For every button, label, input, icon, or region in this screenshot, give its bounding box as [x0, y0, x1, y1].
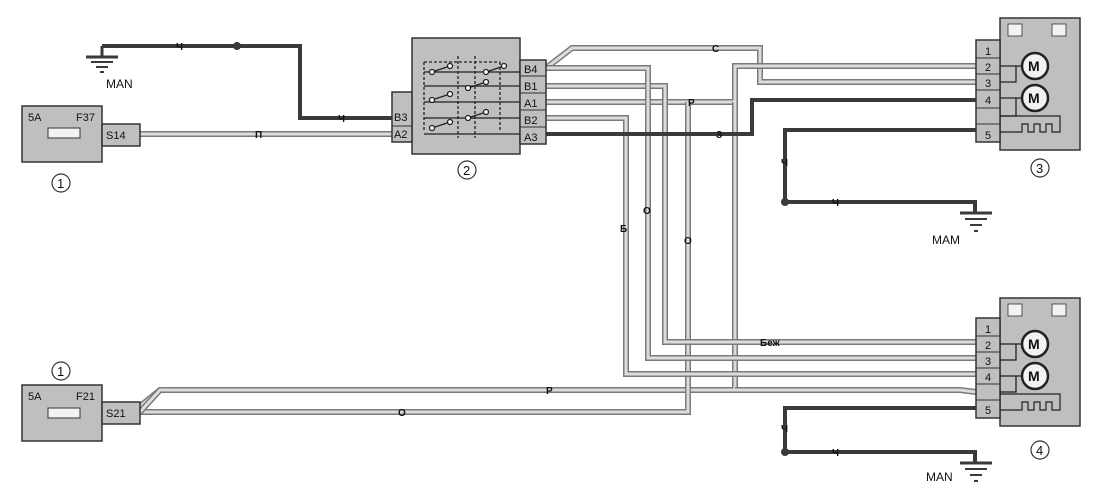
wire-label: Ч — [832, 448, 839, 459]
fuse-icon — [47, 407, 81, 419]
heater-element-icon — [1000, 115, 1061, 133]
wire-o-2 — [546, 65, 976, 361]
ground-top-left — [86, 46, 118, 73]
wire-z — [546, 98, 976, 136]
motor-icon — [1020, 361, 1050, 391]
wire-label: Ч — [781, 158, 788, 169]
mirror-pin: 1 — [985, 46, 991, 58]
mirror-pin: 4 — [985, 372, 991, 384]
switch-pin: A2 — [394, 129, 407, 141]
mirror-icon — [1007, 303, 1023, 317]
ground-label: MAN — [106, 77, 133, 91]
mirror-pin: 3 — [985, 356, 991, 368]
wire-label: Ч — [832, 198, 839, 209]
mirror-pin: 5 — [985, 130, 991, 142]
switch-pin: B3 — [394, 112, 407, 124]
switch-pin: B1 — [524, 81, 537, 93]
switch-pin: B4 — [524, 64, 537, 76]
mirror-icon — [1007, 23, 1023, 37]
wire-label: Б — [620, 224, 627, 235]
switch-pin: A1 — [524, 98, 537, 110]
mirror-switch: B3 A2 B4 B1 A1 B2 A3 — [391, 37, 547, 155]
ground-man — [960, 461, 992, 482]
mirror-pin: 1 — [985, 324, 991, 336]
splice-dot — [781, 448, 789, 456]
mirror-pin: 3 — [985, 78, 991, 90]
fuse-id: F21 — [76, 391, 95, 403]
wire-label: Ч — [338, 114, 345, 125]
motor-label: M — [1028, 368, 1040, 384]
mirror-pin: 2 — [985, 340, 991, 352]
switch-pin: B2 — [524, 115, 537, 127]
svg-text:1: 1 — [57, 176, 64, 191]
ground-label: MAN — [926, 470, 953, 484]
svg-text:2: 2 — [463, 163, 470, 178]
heater-element-icon — [1000, 393, 1061, 411]
component-number: 1 — [51, 361, 71, 381]
fuse-rating: 5A — [28, 391, 42, 403]
fuse-rating: 5A — [28, 112, 42, 124]
wire-label: С — [712, 44, 719, 55]
motor-label: M — [1028, 90, 1040, 106]
fuse-icon — [47, 127, 81, 139]
ground-label: MAM — [932, 233, 960, 247]
wire-bezh — [546, 83, 976, 345]
heater-icon — [1051, 23, 1067, 37]
wire-ch-top — [102, 44, 392, 120]
wire-label: О — [643, 206, 651, 217]
wire-label: Р — [688, 98, 695, 109]
wire-b — [546, 115, 976, 377]
wire-label: З — [716, 130, 722, 141]
wire-s — [544, 45, 976, 85]
motor-label: M — [1028, 58, 1040, 74]
wire-ch-man — [783, 406, 977, 462]
ground-mam — [960, 211, 992, 232]
wire-label: О — [684, 236, 692, 247]
wire-label: О — [398, 408, 406, 419]
wire-o — [140, 102, 691, 415]
mirror-pin: 4 — [985, 95, 991, 107]
motor-icon — [1020, 83, 1050, 113]
fuse-id: F37 — [76, 112, 95, 124]
svg-text:3: 3 — [1036, 161, 1043, 176]
motor-label: M — [1028, 336, 1040, 352]
motor-icon — [1020, 51, 1050, 81]
mirror-pin: 5 — [985, 405, 991, 417]
switch-pin: A3 — [524, 132, 537, 144]
mirror-motor-unit: M M 1 2 3 4 5 — [975, 17, 1081, 151]
wire-label: П — [255, 130, 262, 141]
svg-text:1: 1 — [57, 364, 64, 379]
heater-icon — [1051, 303, 1067, 317]
wire-m4-pin4 — [137, 387, 977, 415]
component-number: 3 — [1030, 158, 1050, 178]
wire-label: Беж — [760, 338, 781, 349]
mirror-pin: 2 — [985, 62, 991, 74]
fuse-pin: S14 — [106, 130, 126, 142]
wire-label: Ч — [781, 424, 788, 435]
motor-icon — [1020, 329, 1050, 359]
wire-ch-mam — [783, 128, 977, 212]
wire-labels: Ч Ч П С Р З Б О О Беж Р О Ч Ч Ч Ч — [176, 42, 839, 459]
switch-contacts-icon — [423, 56, 520, 138]
splice-dot — [781, 198, 789, 206]
fuse-block: 5A F21 S21 — [21, 384, 141, 442]
wire-label: Р — [546, 386, 553, 397]
fuse-block: 5A F37 S14 — [21, 105, 141, 163]
wire-label: Ч — [176, 42, 183, 53]
component-number: 4 — [1030, 440, 1050, 460]
fuse-pin: S21 — [106, 408, 126, 420]
component-number: 2 — [457, 160, 477, 180]
splice-dot — [233, 42, 241, 50]
component-number: 1 — [51, 173, 71, 193]
svg-text:4: 4 — [1036, 443, 1043, 458]
mirror-motor-unit: M M 1 2 3 4 5 — [975, 297, 1081, 427]
